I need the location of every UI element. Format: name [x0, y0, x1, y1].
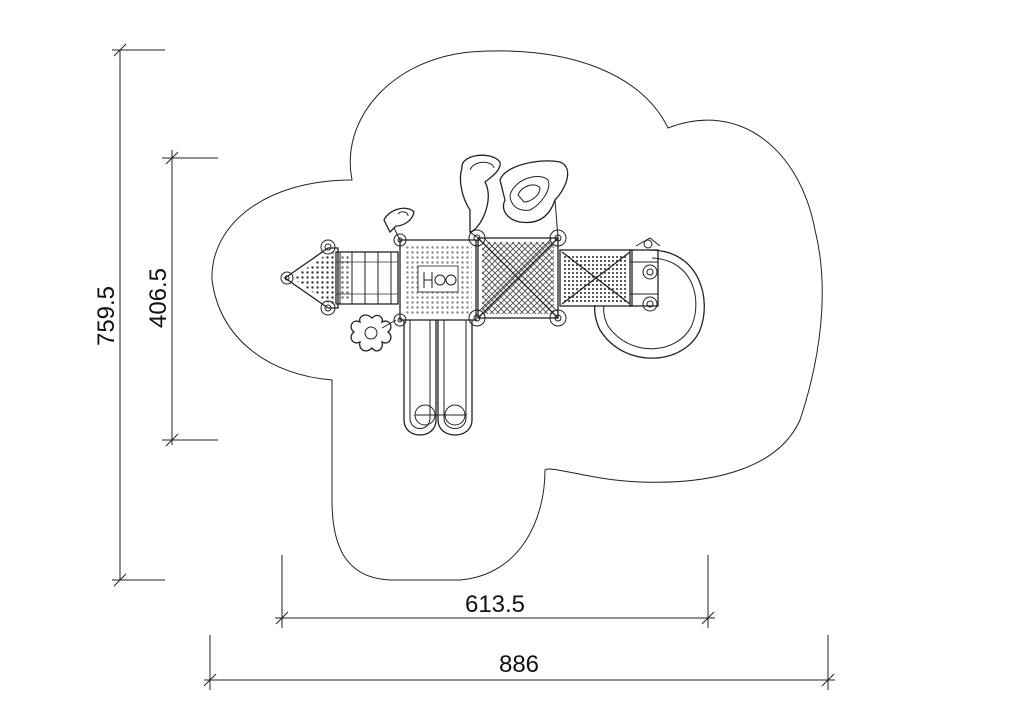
entry-platform-triangle [280, 239, 339, 316]
spring-rider-bird [383, 207, 415, 241]
play-structure [280, 154, 705, 436]
spiral-slide [594, 237, 705, 359]
dimension-inner-width: 613.5 [275, 555, 715, 628]
dimension-label-inner-height: 406.5 [145, 268, 172, 328]
net-crawl-deck [559, 249, 659, 307]
dimension-label-total-width: 886 [499, 651, 539, 678]
plank-bridge [335, 251, 399, 305]
safety-surface-outline [211, 50, 823, 581]
double-slide [403, 320, 473, 436]
dimension-label-inner-width: 613.5 [465, 591, 525, 618]
platform-deck-1 [399, 239, 477, 321]
steering-wheel-panel [350, 314, 397, 352]
dimension-total-height: 759.5 [93, 43, 165, 587]
climbing-wall-top [459, 154, 569, 239]
dimension-label-total-height: 759.5 [93, 286, 120, 346]
dimension-total-width: 886 [203, 635, 835, 690]
support-posts [393, 229, 658, 327]
platform-deck-2 [477, 237, 559, 319]
dimension-inner-height: 406.5 [145, 150, 218, 447]
